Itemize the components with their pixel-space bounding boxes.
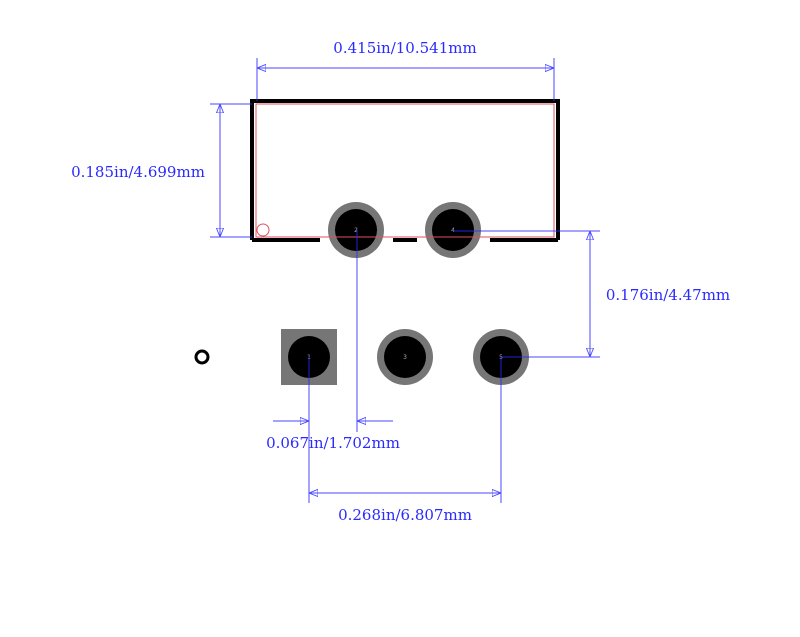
pitch-label: 0.067in/1.702mm — [266, 434, 400, 452]
span-label: 0.268in/6.807mm — [338, 506, 472, 524]
width-label: 0.415in/10.541mm — [333, 39, 476, 57]
pin1-marker-icon — [194, 349, 210, 365]
span-dimension — [309, 357, 502, 503]
row-spacing-dimension — [453, 230, 600, 358]
width-dimension — [256, 58, 555, 101]
pad-3[interactable]: 3 — [377, 329, 433, 385]
pad-4[interactable]: 4 — [425, 202, 481, 258]
silkscreen-outline — [250, 99, 560, 242]
courtyard-outline — [255, 103, 555, 238]
height-label: 0.185in/4.699mm — [71, 163, 205, 181]
pitch-dimension — [273, 230, 393, 503]
pad-number: 2 — [354, 227, 358, 234]
pad-2[interactable]: 2 — [328, 202, 384, 258]
height-dimension — [210, 103, 252, 238]
pad-number: 3 — [403, 354, 407, 361]
row-spacing-label: 0.176in/4.47mm — [606, 286, 730, 304]
pin1-courtyard-marker — [256, 223, 270, 237]
